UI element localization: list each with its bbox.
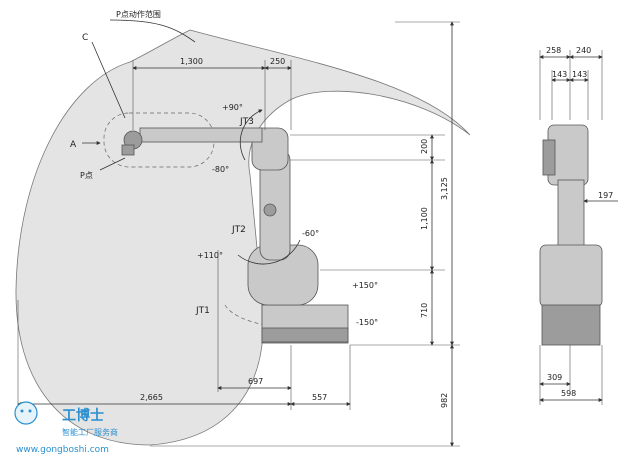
end-effector	[121, 144, 135, 156]
robot-front-view	[539, 124, 603, 346]
dim-w-598: 598	[561, 389, 576, 398]
dim-h-710: 710	[420, 303, 429, 318]
dim-h-200: 200	[420, 139, 429, 154]
angle-jt3-up: +90°	[222, 103, 243, 112]
leader-p	[99, 157, 126, 171]
upper-arm	[139, 127, 263, 143]
dim-base-697: 697	[248, 377, 263, 386]
dim-w-309: 309	[547, 373, 562, 382]
robot-side-view	[121, 127, 349, 344]
dim-h-1100: 1,100	[420, 207, 429, 230]
label-a: A	[70, 140, 77, 150]
jt2-joint	[263, 203, 277, 217]
front-dimensions	[539, 50, 618, 405]
jt2-arc	[237, 239, 301, 265]
angle-jt1-pos: +150°	[352, 281, 378, 290]
leader-c	[91, 41, 126, 119]
front-base	[541, 304, 601, 346]
watermark: 工博士 智能工厂服务商 www.gongboshi.com	[14, 401, 118, 455]
leader-work-range	[109, 19, 196, 43]
watermark-brand: 工博士	[62, 407, 104, 424]
label-jt3: JT3	[239, 117, 254, 127]
watermark-url: www.gongboshi.com	[16, 445, 109, 455]
angle-jt2-back: -60°	[302, 229, 319, 238]
front-column	[557, 179, 585, 251]
label-jt1: JT1	[195, 306, 210, 316]
dim-base-557: 557	[312, 393, 327, 402]
dim-h-below: 982	[440, 393, 449, 408]
dim-w-240: 240	[576, 46, 591, 55]
dim-w-143b: 143	[572, 70, 587, 79]
front-head-side	[542, 139, 556, 176]
dim-arm-offset: 250	[270, 57, 285, 66]
dim-w-143a: 143	[552, 70, 567, 79]
work-envelope	[15, 29, 471, 446]
angle-jt2-fwd: +110°	[197, 251, 223, 260]
base-plate	[261, 327, 349, 343]
side-dimensions	[17, 19, 460, 447]
label-work-range: P点动作范围	[116, 9, 161, 19]
dim-h-total: 3,125	[440, 177, 449, 200]
dim-arm-length: 1,300	[180, 57, 203, 66]
dim-reach-back: 2,665	[140, 393, 163, 402]
dim-w-258: 258	[546, 46, 561, 55]
label-p: P点	[80, 171, 93, 180]
angle-jt3-down: -80°	[212, 165, 229, 174]
label-c: C	[82, 33, 88, 43]
label-jt2: JT2	[231, 225, 246, 235]
front-body	[539, 244, 603, 308]
angle-jt1-neg: -150°	[356, 318, 378, 327]
dim-w-197: 197	[598, 191, 613, 200]
jt3-arc	[239, 109, 263, 161]
watermark-subtitle: 智能工厂服务商	[62, 427, 118, 437]
mascot-icon	[14, 401, 38, 425]
